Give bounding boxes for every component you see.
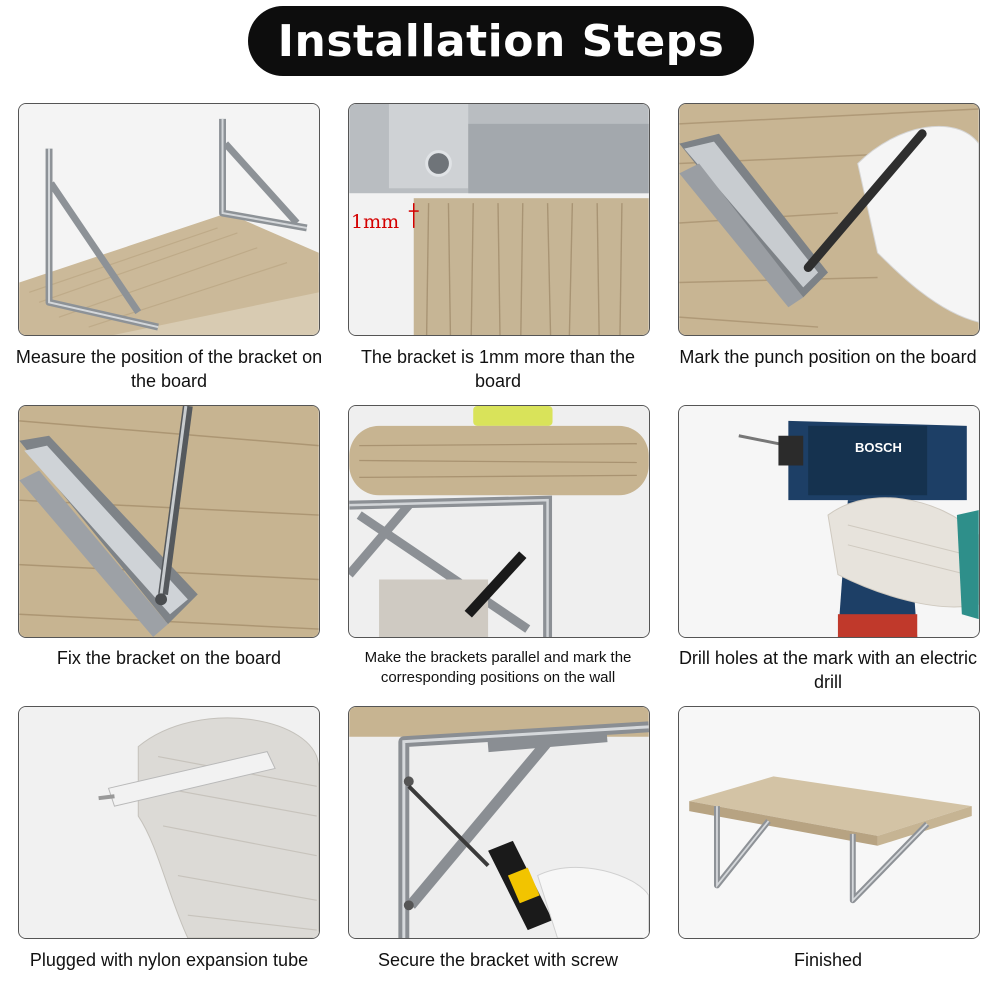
- step-6-image: BOSCH: [678, 405, 980, 638]
- step-9-image: [678, 706, 980, 939]
- step-2-image: 1mm: [348, 103, 650, 336]
- step-4-image: [18, 405, 320, 638]
- step-7-image: [18, 706, 320, 939]
- step-1-caption: Measure the position of the bracket on t…: [15, 347, 323, 391]
- annotation-1mm: 1mm: [351, 211, 400, 233]
- page-title: Installation Steps: [277, 15, 725, 67]
- drill-brand-label: BOSCH: [855, 440, 902, 455]
- step-2-caption: The bracket is 1mm more than the board: [360, 347, 636, 391]
- step-5-caption: Make the brackets parallel and mark the …: [364, 649, 632, 686]
- step-7-caption: Plugged with nylon expansion tube: [29, 950, 309, 970]
- step-5-image: [348, 405, 650, 638]
- step-8-caption: Secure the bracket with screw: [377, 950, 619, 970]
- title-banner: Installation Steps: [248, 6, 754, 76]
- step-1-image: [18, 103, 320, 336]
- step-4-caption: Fix the bracket on the board: [56, 648, 282, 668]
- step-9-caption: Finished: [793, 950, 863, 970]
- step-3-caption: Mark the punch position on the board: [679, 347, 977, 367]
- step-8-image: [348, 706, 650, 939]
- step-3-image: [678, 103, 980, 336]
- step-6-caption: Drill holes at the mark with an electric…: [678, 648, 978, 692]
